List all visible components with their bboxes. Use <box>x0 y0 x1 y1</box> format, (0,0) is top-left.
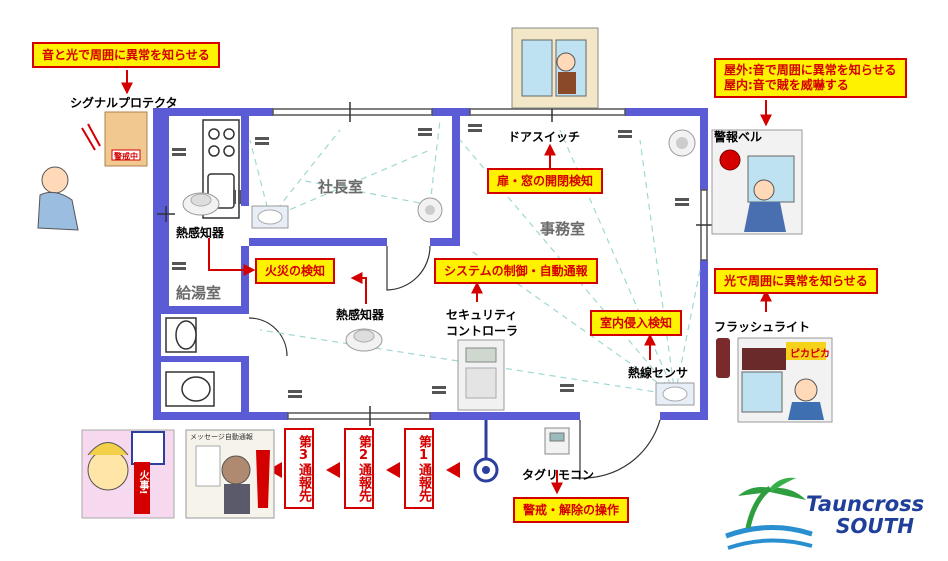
bathroom-fixtures <box>165 317 215 407</box>
notify-second: 第2通報先 <box>344 428 374 509</box>
tag-remote-label: タグリモコン <box>522 468 595 482</box>
notify-arrows <box>268 462 460 478</box>
heat-detector-2-device <box>345 328 383 352</box>
office-sensor-device <box>417 197 443 223</box>
controller-label-line2: コントローラ <box>446 324 519 338</box>
room-kitchen: 給湯室 <box>176 284 222 302</box>
bell-device <box>668 129 696 157</box>
security-controller-device <box>457 339 505 411</box>
signal-protector-label: シグナルプロテクタ <box>70 96 178 110</box>
fire-text: 火事! <box>137 470 148 495</box>
door-switch-label: ドアスイッチ <box>508 130 581 144</box>
system-control-callout: システムの制御・自動通報 <box>434 258 598 284</box>
flash-light-label: フラッシュライト <box>714 320 811 334</box>
controller-label-line1: セキュリティ <box>446 308 518 322</box>
message-card-title: メッセージ自動通報 <box>190 433 253 441</box>
heat-detector-2-label: 熱感知器 <box>336 308 385 322</box>
heat-detector-1-label: 熱感知器 <box>176 226 225 240</box>
fire-detect-callout: 火災の検知 <box>255 258 336 284</box>
room-president: 社長室 <box>318 178 364 196</box>
signal-notice-callout: 音と光で周囲に異常を知らせる <box>32 42 220 68</box>
bell-notice-line2: 屋内:音で賊を威嚇する <box>724 78 849 92</box>
tag-remote-device <box>544 427 570 455</box>
heat-ray-sensor-label: 熱線センサ <box>628 366 689 380</box>
message-card-illustration <box>185 429 275 519</box>
heat-ray-sensor-device <box>655 382 695 406</box>
door-switch-marks <box>172 124 689 398</box>
alarm-bell-illustration <box>711 129 803 235</box>
logo-text-line1: Tauncross <box>806 492 925 516</box>
window-thief-illustration <box>511 27 599 109</box>
signal-box-text: 警戒中 <box>114 152 138 161</box>
doors <box>248 245 661 479</box>
notify-first: 第1通報先 <box>404 428 434 509</box>
red-arrows <box>121 70 772 495</box>
flash-light-illustration <box>716 337 833 423</box>
notify-third: 第3通報先 <box>284 428 314 509</box>
fire-call-illustration <box>81 429 175 519</box>
intrusion-detect-callout: 室内侵入検知 <box>590 310 683 336</box>
bell-notice-line1: 屋外:音で周囲に異常を知らせる <box>724 63 897 77</box>
heat-detector-1-device <box>182 192 220 216</box>
door-detect-callout: 扉・窓の開閉検知 <box>487 168 604 194</box>
room-office: 事務室 <box>540 220 586 238</box>
outer-walls <box>153 108 708 420</box>
flash-text: ピカピカ <box>790 349 830 360</box>
president-sensor-device <box>251 205 289 229</box>
bell-notice-callout: 屋外:音で周囲に異常を知らせる 屋内:音で賊を威嚇する <box>714 58 907 98</box>
telephone-line-icon <box>473 457 499 483</box>
alarm-bell-label: 警報ベル <box>714 130 763 144</box>
logo-graphic <box>725 477 813 550</box>
flash-notice-callout: 光で周囲に異常を知らせる <box>714 268 878 294</box>
signal-protector-illustration <box>37 111 148 231</box>
logo-text-line2: SOUTH <box>836 514 915 538</box>
inner-walls <box>161 116 460 412</box>
arm-disarm-callout: 警戒・解除の操作 <box>513 497 630 523</box>
